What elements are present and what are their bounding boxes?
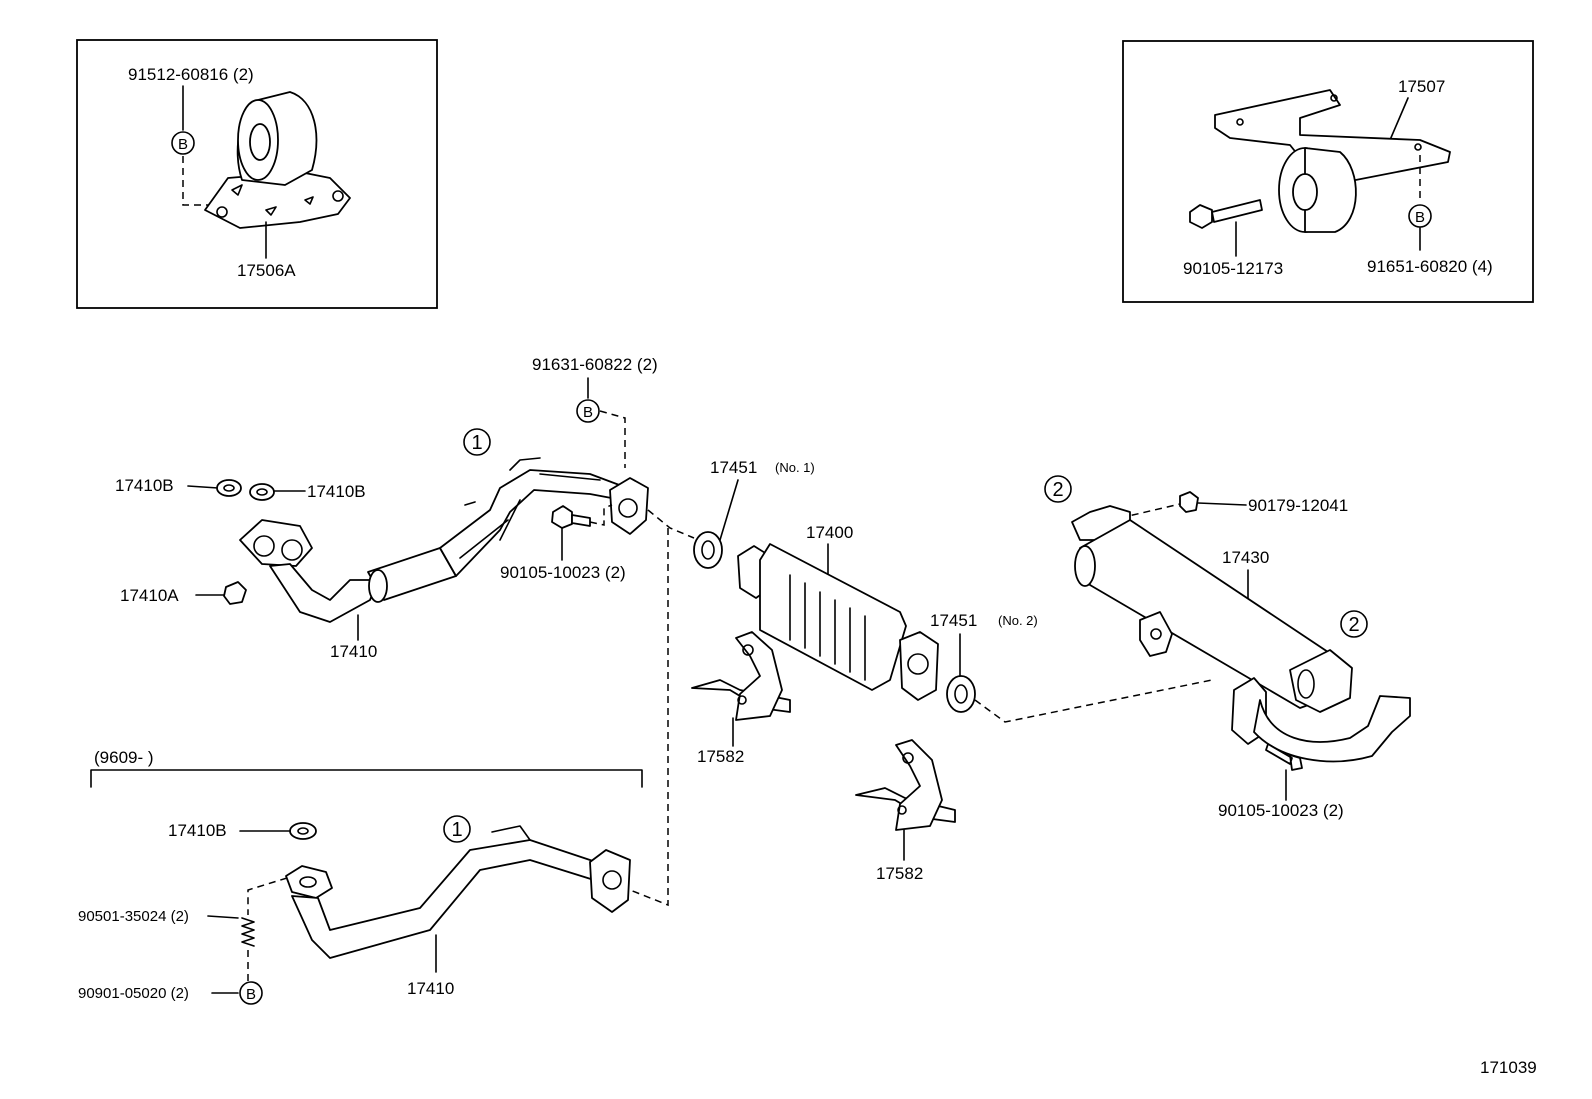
label-17410[interactable]: 17410: [330, 642, 377, 661]
nut-90179-12041[interactable]: [1179, 491, 1199, 513]
figure-number: 171039: [1480, 1058, 1537, 1077]
stud-90105-10023[interactable]: [551, 505, 591, 529]
callout-1-label: 1: [471, 432, 482, 454]
heat-insulator-17582-left[interactable]: [691, 631, 791, 721]
label-90105-10023-tail[interactable]: 90105-10023 (2): [1218, 801, 1344, 820]
label-17506a[interactable]: 17506A: [237, 261, 296, 280]
label-91512-60816[interactable]: 91512-60816 (2): [128, 65, 254, 84]
inset-left: 91512-60816 (2) B 17506A: [76, 39, 438, 309]
gasket-17451-no1[interactable]: [693, 531, 723, 569]
label-17451-no2[interactable]: 17451: [930, 611, 977, 630]
label-17451-no1-note: (No. 1): [775, 460, 815, 475]
label-17410b-right[interactable]: 17410B: [307, 482, 366, 501]
gasket-17410b-right[interactable]: [249, 483, 275, 501]
label-variant-range: (9609- ): [94, 748, 154, 767]
label-91631-60822[interactable]: 91631-60822 (2): [532, 355, 658, 374]
marker-b-label: B: [1415, 209, 1425, 226]
label-17582-right[interactable]: 17582: [876, 864, 923, 883]
bolt-90105-10023-tail[interactable]: [1265, 743, 1303, 771]
gasket-17451-no2[interactable]: [946, 675, 976, 713]
marker-b-label: B: [246, 986, 256, 1003]
label-90105-12173[interactable]: 90105-12173: [1183, 259, 1283, 278]
engine-mount-bracket-17507[interactable]: [1214, 89, 1451, 233]
marker-b-icon: [171, 131, 195, 155]
marker-b-icon: [239, 981, 263, 1005]
label-17430[interactable]: 17430: [1222, 548, 1269, 567]
callout-2b-icon: [1340, 610, 1368, 638]
callout-1-icon: [463, 428, 491, 456]
inset-right-frame: [1122, 40, 1534, 303]
catalytic-converter-17400[interactable]: [737, 543, 939, 701]
label-17451-no2-note: (No. 2): [998, 613, 1038, 628]
bolt-90105-12173[interactable]: [1189, 199, 1263, 229]
label-17400[interactable]: 17400: [806, 523, 853, 542]
label-91651-60820[interactable]: 91651-60820 (4): [1367, 257, 1493, 276]
callout-2-label: 2: [1052, 479, 1063, 501]
marker-b-label: B: [583, 404, 593, 421]
variant-bracket: [90, 769, 643, 788]
label-90501-35024[interactable]: 90501-35024 (2): [78, 908, 189, 925]
inset-right: 17507 B 91651-60820 (4) 90105-12173: [1122, 40, 1534, 303]
label-17582-left[interactable]: 17582: [697, 747, 744, 766]
gasket-17410b-variant[interactable]: [289, 822, 317, 840]
callout-2b-label: 2: [1348, 614, 1359, 636]
label-90179-12041[interactable]: 90179-12041: [1248, 496, 1348, 515]
gasket-17410b-left[interactable]: [216, 479, 242, 497]
label-17451-no1[interactable]: 17451: [710, 458, 757, 477]
variant-section: (9609- ) 1 17410B 17410 90501-35024 (2) …: [78, 748, 643, 1005]
inset-left-frame: [76, 39, 438, 309]
callout-1b-icon: [443, 815, 471, 843]
spring-90501-35024[interactable]: [241, 917, 255, 947]
label-17410-variant[interactable]: 17410: [407, 979, 454, 998]
label-90105-10023-front[interactable]: 90105-10023 (2): [500, 563, 626, 582]
label-17410a[interactable]: 17410A: [120, 586, 179, 605]
heat-insulator-17582-right[interactable]: [855, 739, 956, 831]
front-pipe-17410-variant[interactable]: [285, 825, 631, 959]
engine-mount-17506a[interactable]: [204, 91, 351, 229]
label-17507[interactable]: 17507: [1398, 77, 1445, 96]
label-17410b-left[interactable]: 17410B: [115, 476, 174, 495]
label-90901-05020[interactable]: 90901-05020 (2): [78, 985, 189, 1002]
gasket-17410a[interactable]: [223, 581, 247, 605]
tail-pipe-17430[interactable]: [1071, 505, 1411, 763]
callout-2-icon: [1044, 475, 1072, 503]
marker-b-label: B: [178, 136, 188, 153]
marker-b-icon: [1408, 204, 1432, 228]
front-pipe-17410[interactable]: [239, 457, 649, 623]
label-17410b-variant[interactable]: 17410B: [168, 821, 227, 840]
callout-1b-label: 1: [451, 819, 462, 841]
marker-b-icon: [576, 399, 600, 423]
main-assembly: 91631-60822 (2) B 1 17410B 17410B 17410A: [115, 355, 1411, 907]
